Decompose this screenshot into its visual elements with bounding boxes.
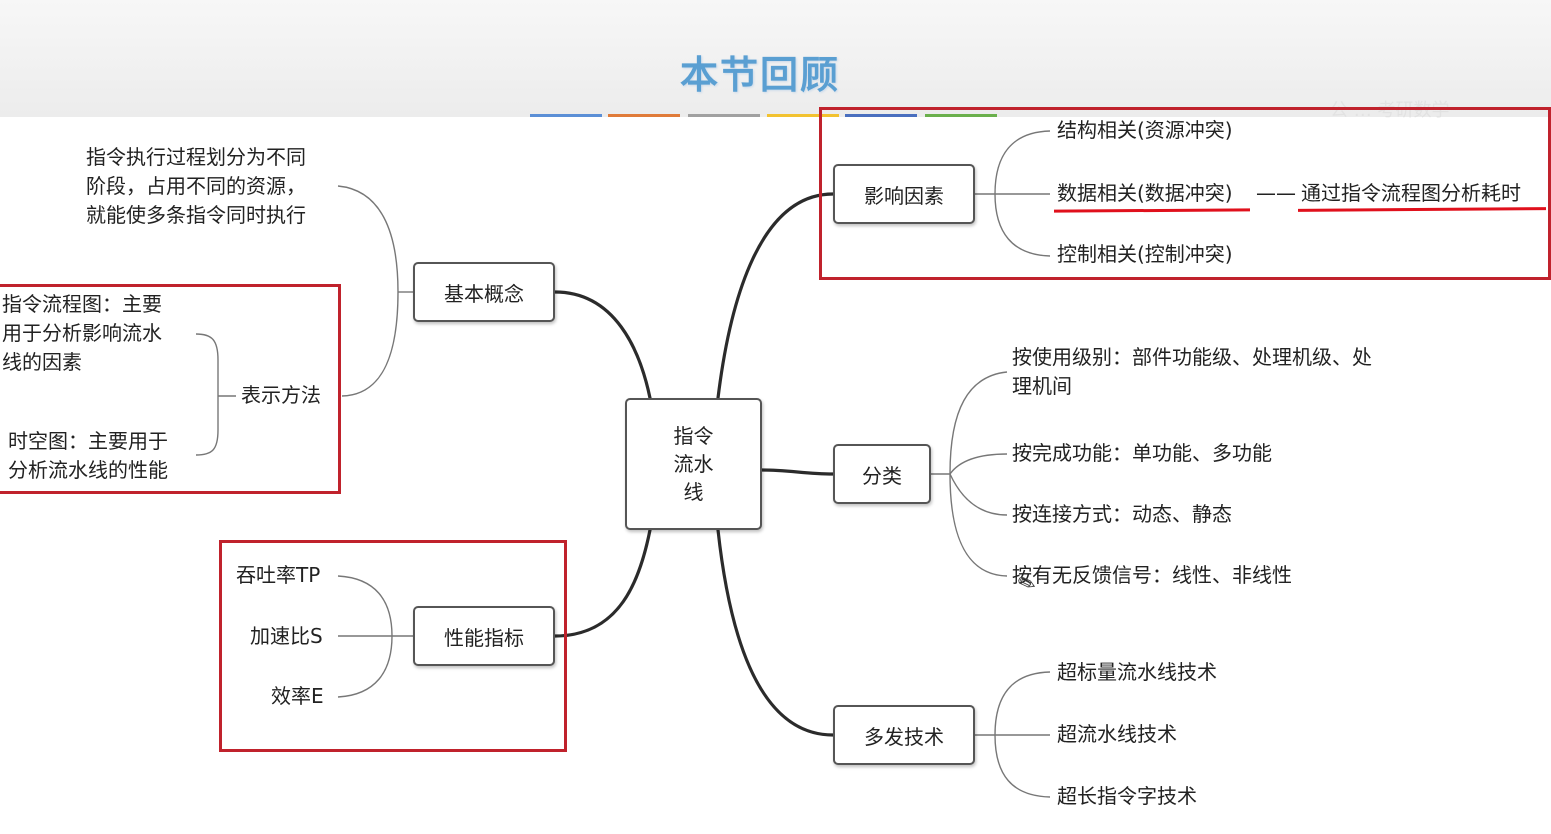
performance-item: 吞吐率TP (236, 563, 321, 587)
watermark: 公 … 考研数学 (1330, 100, 1450, 121)
center-node: 指令 流水 线 (625, 398, 762, 530)
center-label: 指令 流水 线 (673, 424, 714, 504)
multi-issue-item: 超长指令字技术 (1057, 784, 1197, 808)
accent-bar (925, 114, 997, 117)
branch-node-performance: 性能指标 (413, 606, 555, 666)
method-item-flowchart: 指令流程图：主要 用于分析影响流水 线的因素 (2, 292, 162, 374)
multi-issue-item: 超流水线技术 (1057, 722, 1177, 746)
classification-item: 按有无反馈信号：线性、非线性 (1012, 563, 1292, 587)
branch-label: 分类 (862, 463, 902, 488)
highlight-box-factors (819, 107, 1551, 280)
factor-item-structural: 结构相关(资源冲突) (1057, 118, 1233, 142)
highlight-box-performance (219, 540, 567, 752)
accent-bar (608, 114, 680, 117)
branch-label: 多发技术 (864, 724, 944, 749)
factor-note-dash: —— (1256, 181, 1296, 205)
accent-bar (688, 114, 760, 117)
slide-title: 本节回顾 (679, 53, 840, 97)
link-center-multi (716, 528, 835, 737)
classification-item: 按完成功能：单功能、多功能 (1012, 441, 1272, 465)
link-center-performance (553, 528, 652, 638)
slide-header (0, 0, 1551, 117)
classification-item: 按连接方式：动态、静态 (1012, 502, 1232, 526)
link-center-concept (553, 290, 652, 400)
multi-issue-item: 超标量流水线技术 (1057, 660, 1217, 684)
accent-bar (530, 114, 602, 117)
performance-item: 效率E (271, 684, 324, 708)
link-center-factors (716, 192, 835, 400)
branch-label: 性能指标 (444, 625, 524, 650)
branch-node-classification: 分类 (833, 444, 931, 504)
accent-bar (767, 114, 839, 117)
factor-item-data: 数据相关(数据冲突) (1057, 181, 1233, 205)
branch-node-concept: 基本概念 (413, 262, 555, 322)
method-label: 表示方法 (241, 383, 321, 407)
branch-node-multi-issue: 多发技术 (833, 705, 975, 765)
highlight-box-method (0, 284, 341, 494)
branch-node-factors: 影响因素 (833, 164, 975, 224)
branch-label: 基本概念 (444, 281, 524, 306)
performance-item: 加速比S (250, 624, 323, 648)
link-center-classification (760, 468, 835, 476)
concept-description: 指令执行过程划分为不同 阶段，占用不同的资源， 就能使多条指令同时执行 (86, 145, 306, 227)
factor-item-control: 控制相关(控制冲突) (1057, 242, 1233, 266)
branch-label: 影响因素 (864, 183, 944, 208)
accent-bar (845, 114, 917, 117)
classification-item: 按使用级别：部件功能级、处理机级、处 理机间 (1012, 345, 1372, 398)
factor-note: 通过指令流程图分析耗时 (1301, 181, 1521, 205)
method-item-spacetime: 时空图：主要用于 分析流水线的性能 (8, 429, 168, 482)
